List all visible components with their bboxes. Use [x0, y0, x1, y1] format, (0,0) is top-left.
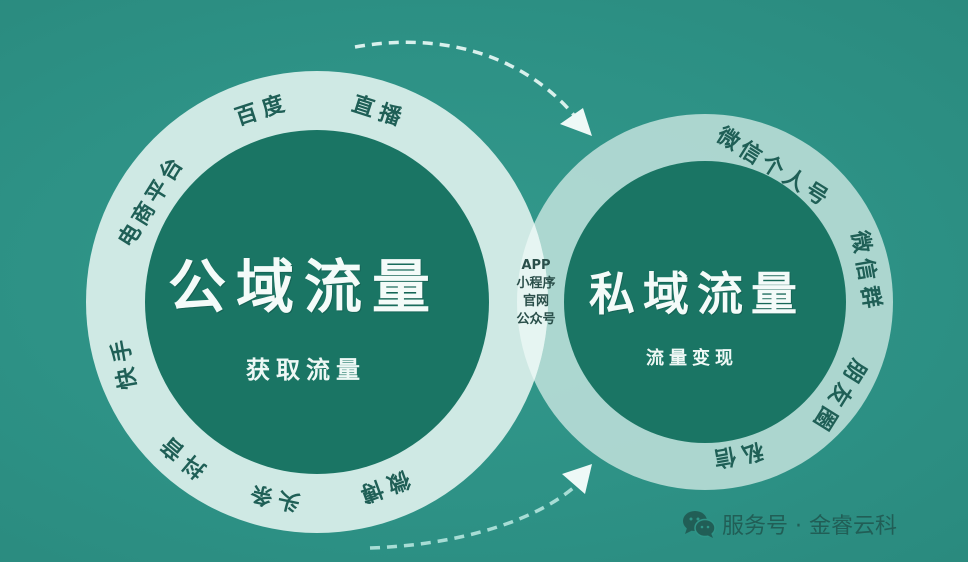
right-inner-circle: [564, 161, 846, 443]
overlap-channel-list: APP 小程序 官网 公众号: [506, 257, 566, 329]
top-arrowhead-icon: [560, 108, 592, 136]
left-inner-circle: [145, 130, 489, 474]
top-dashed-arrow: [354, 40, 580, 122]
wechat-icon: [682, 509, 716, 539]
bottom-arrowhead-icon: [562, 464, 592, 494]
watermark: 服务号 · 金睿云科: [682, 508, 897, 540]
watermark-text: 服务号 · 金睿云科: [722, 514, 897, 539]
private-traffic-subtitle: 流量变现: [646, 348, 738, 369]
overlap-item-official-account: 公众号: [516, 312, 556, 327]
overlap-item-website: 官网: [522, 294, 549, 309]
public-traffic-title: 公域流量: [168, 253, 441, 321]
overlap-item-mini-program: 小程序: [516, 276, 556, 291]
overlap-item-app: APP: [521, 258, 551, 273]
bottom-dashed-arrow: [369, 480, 582, 550]
private-traffic-title: 私域流量: [589, 267, 805, 321]
public-traffic-subtitle: 获取流量: [246, 356, 366, 384]
